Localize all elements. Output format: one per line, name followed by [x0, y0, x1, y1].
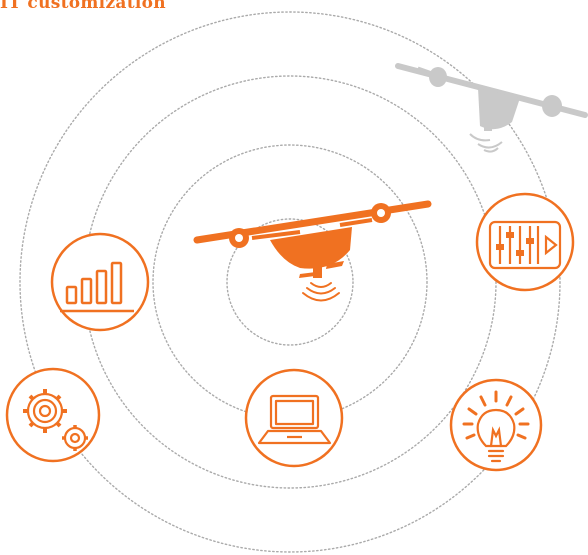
faded-drone-icon	[395, 63, 588, 153]
bar-chart-icon[interactable]	[50, 232, 150, 332]
equalizer-video-icon[interactable]	[475, 192, 575, 292]
drone-icon	[193, 200, 432, 302]
concentric-rings	[19, 11, 561, 553]
ring-inner	[226, 218, 354, 346]
gears-icon[interactable]	[5, 367, 101, 463]
laptop-icon[interactable]	[244, 368, 344, 468]
page-title: IT customization	[0, 0, 166, 13]
lightbulb-icon[interactable]	[449, 378, 543, 472]
ring-third	[83, 75, 497, 489]
ring-second	[152, 144, 428, 420]
ring-outer	[19, 11, 561, 553]
